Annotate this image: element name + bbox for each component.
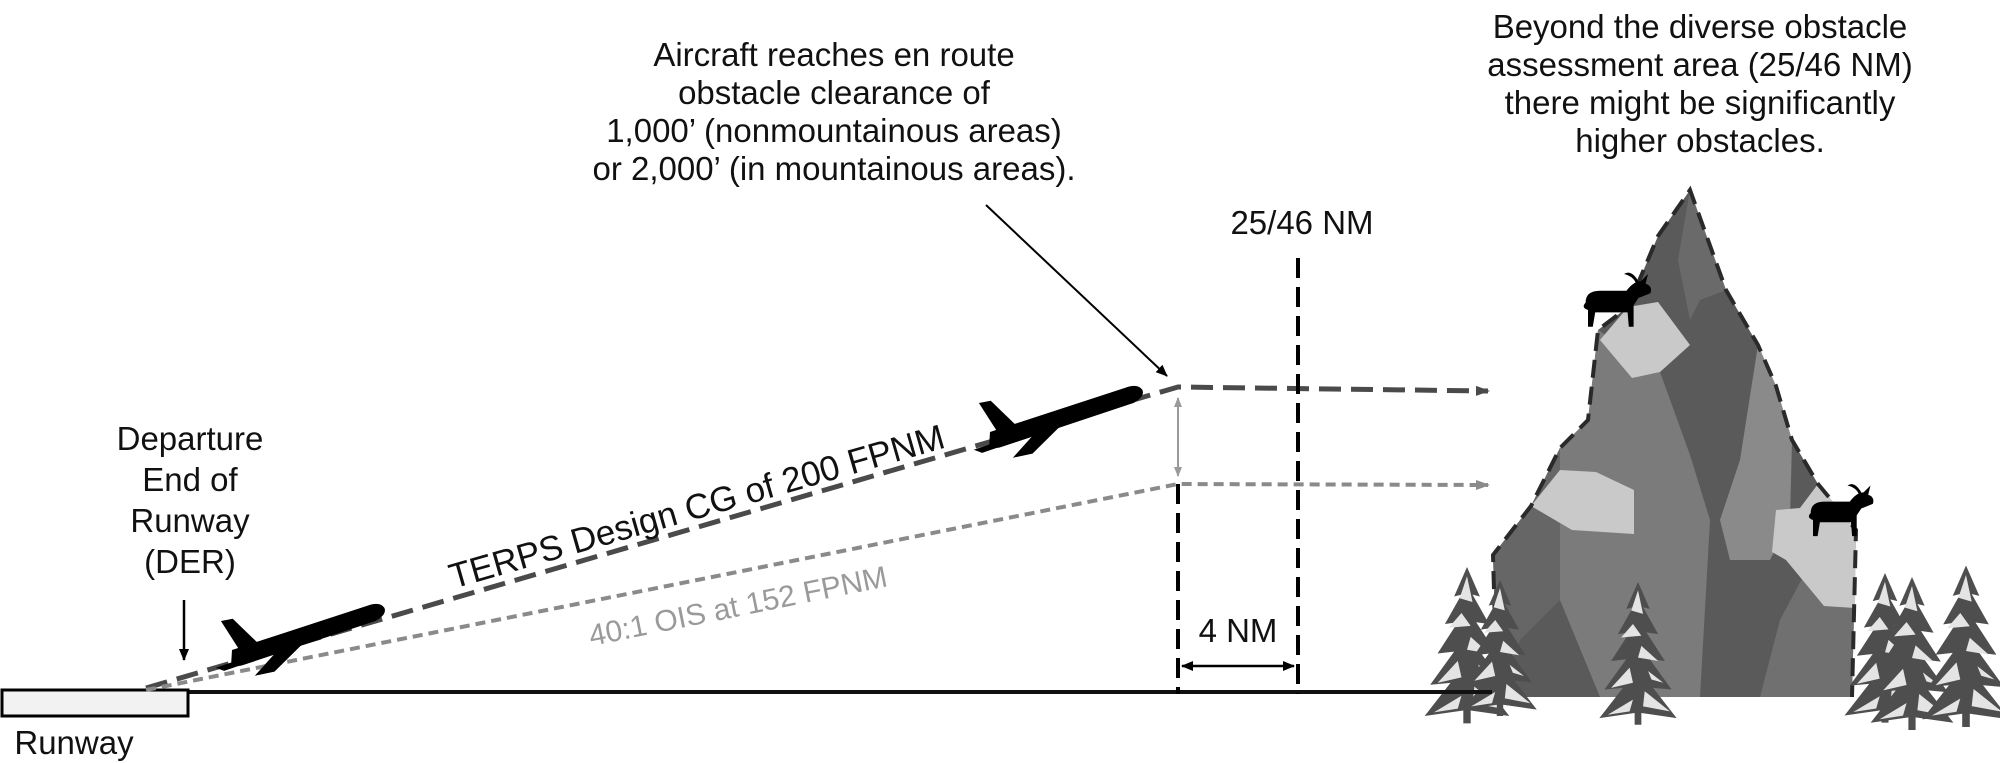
ois-line-label: 40:1 OIS at 152 FPNM	[586, 561, 890, 653]
airplane-silhouette-icon	[210, 602, 391, 680]
runway-rect	[0, 688, 190, 718]
terps-climb-line	[145, 384, 1490, 691]
callout-aircraft-line-3: 1,000’ (nonmountainous areas)	[606, 112, 1062, 149]
der-label-line-4: (DER)	[144, 543, 236, 580]
callout-aircraft-line-4: or 2,000’ (in mountainous areas).	[592, 150, 1075, 187]
callout-beyond-line-1: Beyond the diverse obstacle	[1493, 8, 1908, 45]
runway-label: Runway	[14, 724, 134, 761]
mountain-icon	[1490, 185, 1859, 698]
der-label-line-2: End of	[142, 461, 238, 498]
gap-distance-label: 4 NM	[1199, 612, 1278, 649]
distance-marker-label: 25/46 NM	[1230, 204, 1373, 241]
der-label-line-1: Departure	[117, 420, 264, 457]
callout-aircraft-line-2: obstacle clearance of	[678, 74, 991, 111]
callout-beyond-line-2: assessment area (25/46 NM)	[1487, 46, 1913, 83]
callout-beyond-line-3: there might be significantly	[1505, 84, 1896, 121]
callout-aircraft-line-1: Aircraft reaches en route	[653, 36, 1014, 73]
callout-leader-line	[985, 204, 1168, 377]
callout-beyond-line-4: higher obstacles.	[1575, 122, 1824, 159]
airplane-silhouette-icon	[968, 384, 1149, 462]
der-label-line-3: Runway	[130, 502, 250, 539]
